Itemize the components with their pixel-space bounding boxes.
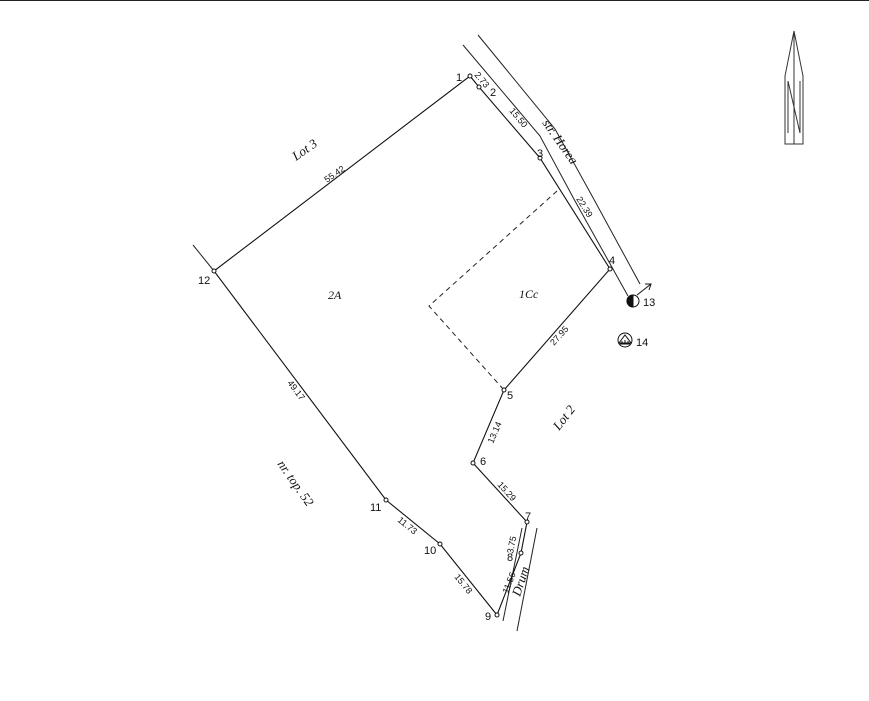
area-label-2a: 2A [328,288,342,302]
point-label-9: 9 [485,611,491,623]
length-2-3: 15.50 [507,106,529,130]
point-label-4: 4 [609,255,615,267]
point-label-10: 10 [424,545,436,557]
length-1-2: 2.73 [472,70,491,90]
point-label-6: 6 [480,456,486,468]
length-10-11: 11.73 [396,515,419,537]
street-label-drum: Drum [508,564,532,598]
street-label-horea: str. Horea [540,116,582,167]
length-5-6: 13.14 [486,420,504,445]
point-label-1: 1 [456,72,462,84]
neighbor-label-lot3: Lot 3 [288,135,320,164]
symbol-label-14: 14 [636,337,648,349]
vertex-markers [211,73,613,618]
boundary-extension-line [192,244,215,272]
subparcel-dashed-line [428,190,558,391]
length-3-4: 22.39 [574,195,594,219]
neighbor-label-nr-top: nr. top. 52 [275,457,318,509]
point-label-8: 8 [507,552,513,564]
symbol-label-13: 13 [643,297,655,309]
neighbor-label-lot2: Lot 2 [549,402,578,434]
point-label-5: 5 [507,390,513,402]
north-arrow-icon [784,30,804,145]
building-symbol-icon [617,332,633,348]
area-label-1cc: 1Cc [519,287,539,301]
street-horea-lines [462,34,641,297]
point-label-3: 3 [537,148,543,160]
point-label-11: 11 [370,502,381,514]
length-7-8: 3.75 [505,535,518,554]
point-label-2: 2 [490,87,496,99]
well-symbol-icon [626,283,652,308]
length-4-5: 27.95 [548,324,571,347]
length-9-10: 15.78 [452,572,474,596]
point-label-12: 12 [198,275,210,287]
length-12-1: 55.42 [322,164,346,185]
point-label-7: 7 [525,511,531,523]
